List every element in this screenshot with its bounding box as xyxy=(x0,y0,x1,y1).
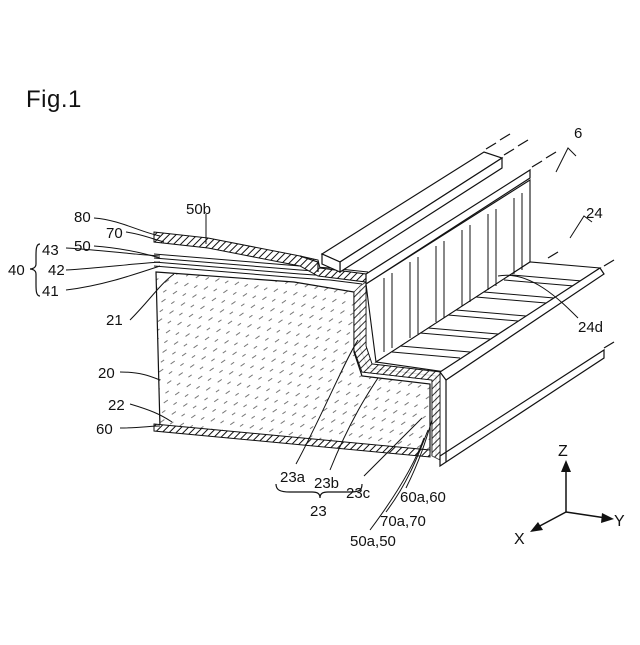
coordinate-axes xyxy=(530,460,614,532)
label-70a-70: 70a,70 xyxy=(380,513,426,530)
label-24: 24 xyxy=(586,205,603,222)
label-20: 20 xyxy=(98,365,115,382)
axis-z-label: Z xyxy=(558,443,568,460)
label-23: 23 xyxy=(310,503,327,520)
label-60a-60: 60a,60 xyxy=(400,489,446,506)
label-24d: 24d xyxy=(578,319,603,336)
label-23b: 23b xyxy=(314,475,339,492)
label-50a-50: 50a,50 xyxy=(350,533,396,550)
label-80: 80 xyxy=(74,209,91,226)
figure-title: Fig.1 xyxy=(26,86,82,114)
label-6: 6 xyxy=(574,125,582,142)
axis-x-label: X xyxy=(514,531,525,548)
brace-40 xyxy=(30,244,40,296)
label-21: 21 xyxy=(106,312,123,329)
label-42: 42 xyxy=(48,262,65,279)
label-60: 60 xyxy=(96,421,113,438)
axis-y-label: Y xyxy=(614,513,625,530)
label-40: 40 xyxy=(8,262,25,279)
label-41: 41 xyxy=(42,283,59,300)
label-22: 22 xyxy=(108,397,125,414)
label-50b: 50b xyxy=(186,201,211,218)
label-43: 43 xyxy=(42,242,59,259)
label-70: 70 xyxy=(106,225,123,242)
label-23a: 23a xyxy=(280,469,306,486)
label-50: 50 xyxy=(74,238,91,255)
label-23c: 23c xyxy=(346,485,371,502)
